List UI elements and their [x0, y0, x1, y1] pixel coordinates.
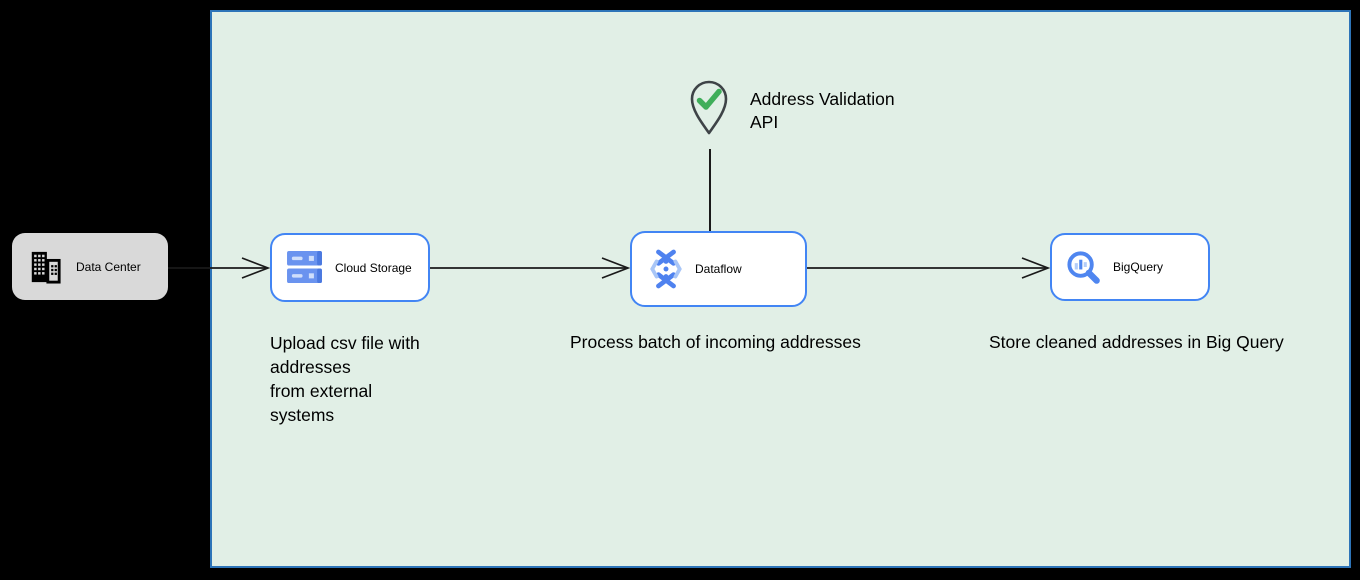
pin-check-icon	[686, 78, 732, 136]
note-store-cleaned: Store cleaned addresses in Big Query	[989, 332, 1284, 352]
dataflow-icon	[649, 249, 683, 289]
node-cloud-storage[interactable]: Cloud Storage	[270, 233, 430, 302]
bigquery-icon	[1065, 249, 1102, 286]
cloud-storage-icon	[287, 251, 322, 284]
building-icon	[28, 250, 62, 284]
node-label: Data Center	[76, 259, 141, 274]
node-label: Dataflow	[695, 262, 742, 276]
note-process-batch: Process batch of incoming addresses	[570, 332, 861, 352]
node-dataflow[interactable]: Dataflow	[630, 231, 807, 307]
node-data-center[interactable]: Data Center	[12, 233, 168, 300]
address-validation-api-label: Address Validation API	[750, 89, 895, 132]
node-label: Cloud Storage	[335, 260, 412, 275]
node-bigquery[interactable]: BigQuery	[1050, 233, 1210, 301]
note-upload-csv: Upload csv file with addresses from exte…	[270, 333, 420, 425]
node-label: BigQuery	[1113, 260, 1164, 274]
